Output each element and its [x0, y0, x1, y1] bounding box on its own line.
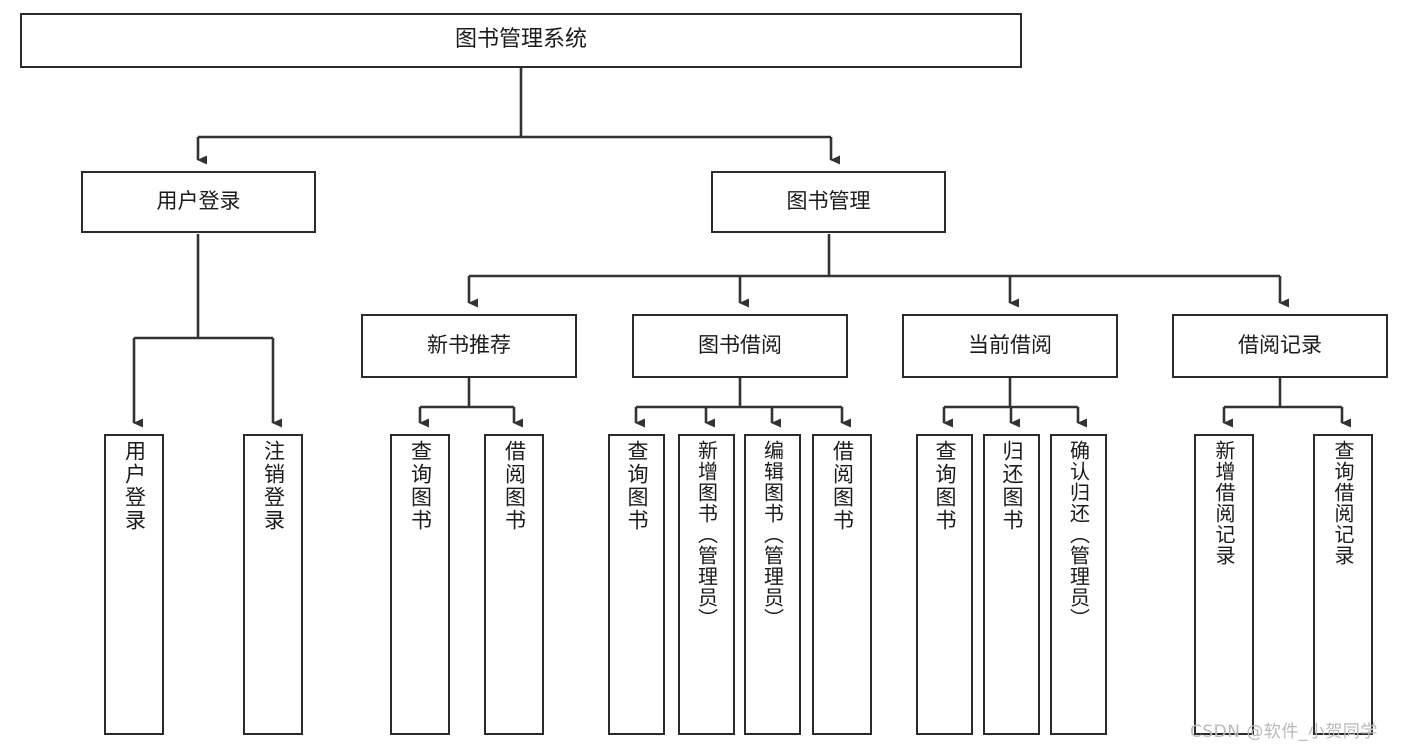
node-new-book-rec-label: 新书推荐 [427, 333, 511, 358]
node-root-label: 图书管理系统 [454, 27, 587, 53]
leaf-query-book-1-label: 查询图书 [408, 440, 433, 532]
leaf-borrow-book-1-label: 借阅图书 [502, 440, 527, 532]
leaf-user-logout[interactable]: 注销登录 [243, 434, 303, 735]
node-book-manage[interactable]: 图书管理 [711, 171, 946, 233]
leaf-query-book-2[interactable]: 查询图书 [608, 434, 665, 735]
leaf-return-book-label: 归还图书 [1000, 440, 1024, 532]
node-book-borrow-label: 图书借阅 [698, 333, 782, 358]
leaf-user-login-label: 用户登录 [122, 440, 147, 532]
leaf-user-login[interactable]: 用户登录 [104, 434, 164, 735]
node-new-book-rec[interactable]: 新书推荐 [361, 314, 577, 378]
leaf-query-book-2-label: 查询图书 [625, 440, 649, 532]
watermark: CSDN @软件_小贺同学 [1190, 722, 1378, 742]
leaf-query-record-label: 查询借阅记录 [1331, 440, 1355, 566]
leaf-edit-book[interactable]: 编辑图书（管理员） [744, 434, 801, 735]
leaf-add-book-label: 新增图书（管理员） [694, 440, 719, 629]
leaf-query-record[interactable]: 查询借阅记录 [1313, 434, 1373, 735]
node-user-login-label: 用户登录 [156, 189, 241, 214]
node-current-borrow[interactable]: 当前借阅 [902, 314, 1118, 378]
leaf-confirm-return[interactable]: 确认归还（管理员） [1050, 434, 1107, 735]
leaf-query-book-3-label: 查询图书 [933, 440, 957, 532]
leaf-add-record[interactable]: 新增借阅记录 [1194, 434, 1254, 735]
leaf-query-book-1[interactable]: 查询图书 [390, 434, 450, 735]
node-borrow-record-label: 借阅记录 [1238, 333, 1322, 358]
leaf-add-book[interactable]: 新增图书（管理员） [678, 434, 735, 735]
leaf-return-book[interactable]: 归还图书 [983, 434, 1040, 735]
node-user-login[interactable]: 用户登录 [81, 171, 316, 233]
leaf-add-record-label: 新增借阅记录 [1212, 440, 1236, 566]
node-book-borrow[interactable]: 图书借阅 [632, 314, 848, 378]
node-book-manage-label: 图书管理 [786, 189, 871, 214]
node-borrow-record[interactable]: 借阅记录 [1172, 314, 1388, 378]
leaf-borrow-book-2-label: 借阅图书 [830, 440, 855, 532]
node-root[interactable]: 图书管理系统 [20, 13, 1022, 68]
leaf-borrow-book-2[interactable]: 借阅图书 [812, 434, 872, 735]
node-current-borrow-label: 当前借阅 [968, 333, 1052, 358]
leaf-user-logout-label: 注销登录 [261, 440, 286, 532]
leaf-query-book-3[interactable]: 查询图书 [916, 434, 973, 735]
leaf-confirm-return-label: 确认归还（管理员） [1066, 440, 1091, 629]
leaf-edit-book-label: 编辑图书（管理员） [760, 440, 785, 629]
leaf-borrow-book-1[interactable]: 借阅图书 [484, 434, 544, 735]
